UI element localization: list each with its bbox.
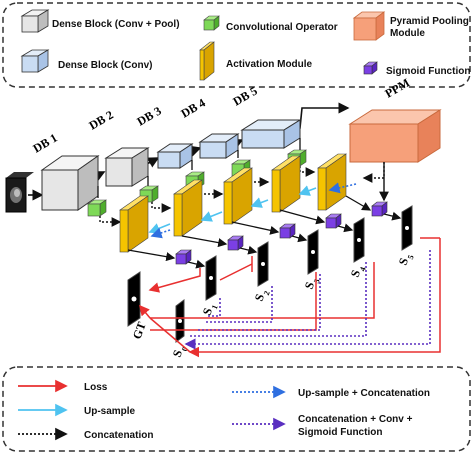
legend-upsample-concat-label: Up-sample + Concatenation — [298, 388, 430, 399]
legend-sigmoid-label: Sigmoid Function — [386, 66, 470, 77]
s1-label-group: S 1 — [200, 304, 220, 317]
saliency-map-s3 — [307, 229, 319, 275]
saliency-map-s0 — [175, 299, 185, 343]
activation-module-icon — [199, 41, 215, 81]
s0-label: S — [170, 348, 186, 359]
activation-to-sigmoid — [127, 195, 402, 269]
activation-module-2 — [173, 179, 203, 237]
saliency-map-s2 — [257, 241, 269, 287]
s4-label: S — [348, 268, 364, 279]
dense-block-4 — [198, 133, 240, 159]
top-legend: Dense Block (Conv + Pool) Dense Block (C… — [2, 2, 471, 88]
saliency-map-gt — [127, 271, 141, 327]
legend-ppm-label-line1: Pyramid Pooling — [390, 16, 469, 27]
legend-loss-label: Loss — [84, 382, 108, 393]
s3-label-group: S 3 — [302, 278, 322, 291]
activation-module-3 — [223, 167, 253, 225]
s3-label: S — [302, 280, 318, 291]
activation-module-5 — [317, 153, 347, 211]
saliency-maps — [127, 205, 413, 343]
sigmoid-icon — [363, 61, 378, 75]
legend-fusion-label-line1: Concatenation + Conv + — [298, 414, 413, 425]
conv-operator-icon — [203, 15, 220, 31]
output-labels: GT S 0 S 1 S 2 S 3 S 4 S 5 — [130, 254, 416, 359]
s3-subscript: 3 — [312, 278, 322, 285]
sigmoid-unit-5 — [371, 201, 388, 217]
encoder-skip-lines — [97, 138, 301, 198]
s1-subscript: 1 — [210, 304, 220, 311]
legend-dense-block-pool-label: Dense Block (Conv + Pool) — [52, 19, 180, 30]
legend-upsample-label: Up-sample — [84, 406, 136, 417]
ppm-icon — [352, 11, 386, 41]
db4-label: DB 4 — [179, 96, 208, 121]
db2-label: DB 2 — [87, 108, 116, 133]
ppm-block — [348, 109, 442, 163]
db5-label: DB 5 — [231, 84, 260, 109]
db3-label: DB 3 — [135, 104, 164, 129]
sigmoid-unit-1 — [175, 249, 192, 265]
sigmoid-unit-3 — [279, 223, 296, 239]
sigmoid-units — [175, 201, 388, 265]
gt-label: GT — [130, 320, 149, 341]
saliency-map-s5 — [401, 205, 413, 251]
input-image — [5, 172, 34, 213]
dense-block-pool-icon — [20, 9, 50, 33]
saliency-map-s4 — [353, 217, 365, 263]
activation-module-4 — [271, 155, 301, 213]
s5-subscript: 5 — [406, 254, 416, 261]
activation-modules — [119, 153, 347, 253]
legend-fusion-label-line2: Sigmoid Function — [298, 427, 382, 438]
s5-label: S — [396, 256, 412, 267]
db1-label: DB 1 — [31, 131, 60, 156]
s2-label-group: S 2 — [252, 290, 272, 303]
dense-block-2 — [104, 147, 150, 187]
sigmoid-unit-2 — [227, 235, 244, 251]
dense-block-1 — [40, 155, 100, 211]
bottom-legend: Loss Up-sample Concatenation Up-sample +… — [2, 366, 471, 452]
legend-concatenation-label: Concatenation — [84, 430, 153, 441]
s2-subscript: 2 — [262, 290, 272, 297]
upsample-concat-arrows — [150, 182, 357, 239]
bottom-legend-border — [2, 366, 471, 452]
ppm-connectors — [362, 162, 389, 202]
network-diagram: DB 1 DB 2 DB 3 DB 4 DB 5 — [5, 75, 442, 359]
dense-block-conv-icon — [20, 49, 50, 73]
activation-module-1 — [119, 195, 149, 253]
s0-label-group: S 0 — [170, 346, 190, 359]
fusion-lines — [184, 250, 431, 350]
loss-lines — [139, 237, 441, 358]
dense-block-3 — [156, 143, 194, 169]
sigmoid-unit-4 — [325, 213, 342, 229]
legend-activation-module-label: Activation Module — [226, 59, 313, 70]
s1-label: S — [200, 306, 216, 317]
conv-op-1 — [87, 199, 107, 217]
dense-block-5 — [240, 119, 302, 149]
s4-label-group: S 4 — [348, 266, 368, 279]
legend-conv-operator-label: Convolutional Operator — [226, 22, 338, 33]
s5-label-group: S 5 — [396, 254, 416, 267]
legend-dense-block-conv-label: Dense Block (Conv) — [58, 60, 152, 71]
s2-label: S — [252, 292, 268, 303]
ppm-label: PPM — [383, 75, 413, 100]
saliency-map-s1 — [205, 255, 217, 301]
s4-subscript: 4 — [358, 266, 368, 273]
legend-ppm-label-line2: Module — [390, 28, 425, 39]
